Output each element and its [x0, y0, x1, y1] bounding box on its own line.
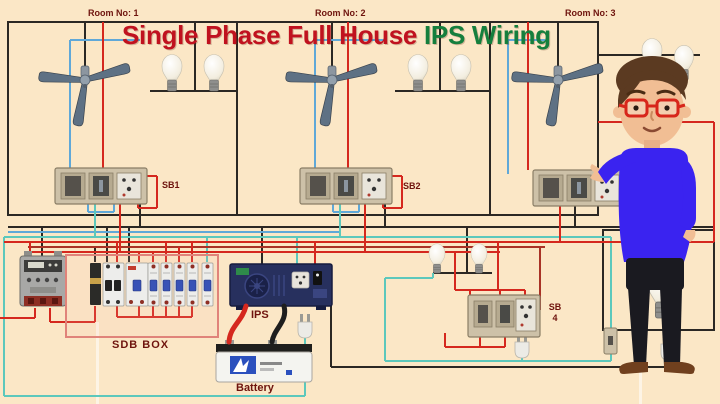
- dp-mcb: [102, 262, 125, 307]
- energy-meter: [19, 251, 67, 307]
- sp-mcb: [173, 262, 186, 307]
- rccb: [125, 262, 149, 307]
- sdb-box-label: SDB BOX: [112, 339, 170, 351]
- switchboard-sb1: [54, 167, 148, 205]
- electrician-man: [590, 56, 696, 374]
- led-bulb: [407, 54, 429, 92]
- sp-mcb: [186, 262, 199, 307]
- led-bulb: [428, 243, 446, 274]
- sp-mcb: [147, 262, 160, 307]
- ips-switch: [313, 271, 322, 285]
- led-bulb: [203, 54, 225, 92]
- battery-label: Battery: [236, 382, 274, 394]
- room-label-3: Room No: 3: [565, 8, 616, 18]
- ceiling-fan-room3: [510, 62, 605, 128]
- battery: [215, 340, 313, 383]
- wires-blue: [8, 39, 545, 233]
- sb2-label: SB2: [403, 181, 421, 191]
- led-bulb: [470, 243, 488, 274]
- ips-socket: [291, 271, 310, 289]
- sb1-label: SB1: [162, 180, 180, 190]
- led-bulb: [161, 54, 183, 92]
- sp-mcb: [201, 262, 214, 307]
- ips-label: IPS: [251, 309, 269, 321]
- title-part-green: IPS Wiring: [423, 20, 551, 50]
- page-title: Single Phase Full House IPS Wiring: [122, 20, 551, 51]
- power-plug: [297, 313, 313, 339]
- switchboard-sb4: [467, 294, 541, 338]
- sp-mcb: [160, 262, 173, 307]
- sb4-label-line1: SB: [548, 302, 562, 312]
- ips-inverter: [229, 263, 333, 310]
- battery-cable-black: [269, 303, 288, 345]
- battery-cable-red: [226, 303, 249, 345]
- wires-red: [0, 22, 715, 348]
- wall-divider: [96, 322, 99, 404]
- ceiling-fan-room1: [37, 62, 132, 128]
- room-label-2: Room No: 2: [315, 8, 366, 18]
- led-bulb: [450, 54, 472, 92]
- sb4-label-line2: 4: [552, 313, 558, 323]
- sb4-label: SB 4: [544, 302, 566, 324]
- ceiling-fan-room2: [284, 62, 379, 128]
- switchboard-sb2: [299, 167, 393, 205]
- room-label-1: Room No: 1: [88, 8, 139, 18]
- wall-switch: [603, 327, 618, 355]
- title-part-red: Single Phase Full House: [122, 20, 424, 50]
- fuse-cutout: [90, 263, 101, 305]
- wires-teal: [3, 204, 612, 397]
- sdb-box: [65, 254, 219, 338]
